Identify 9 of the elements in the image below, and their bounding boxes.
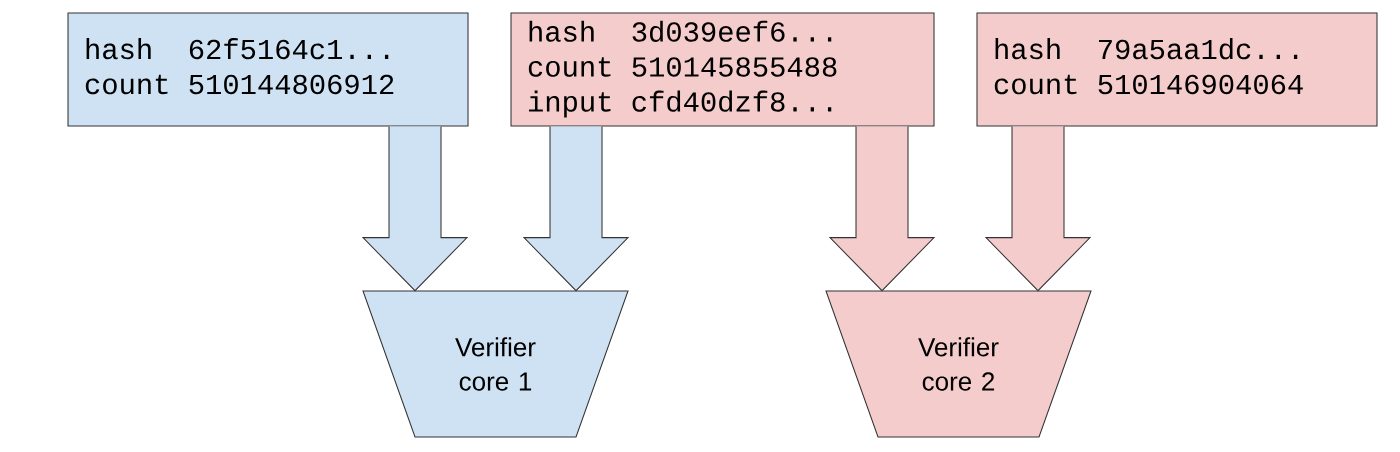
block-arrow: [361, 126, 469, 292]
verifier-trapezoid: Verifier core 1: [362, 290, 629, 438]
data-box: hash 79a5aa1dc... count 510146904064: [976, 12, 1378, 127]
block-arrow: [522, 126, 630, 292]
block-arrow: [984, 126, 1092, 292]
verifier-trapezoid: Verifier core 2: [825, 290, 1092, 438]
data-box: hash 62f5164c1... count 510144806912: [67, 12, 469, 127]
block-arrow: [828, 126, 936, 292]
data-box: hash 3d039eef6... count 510145855488 input cfd40dzf8...: [510, 12, 935, 127]
